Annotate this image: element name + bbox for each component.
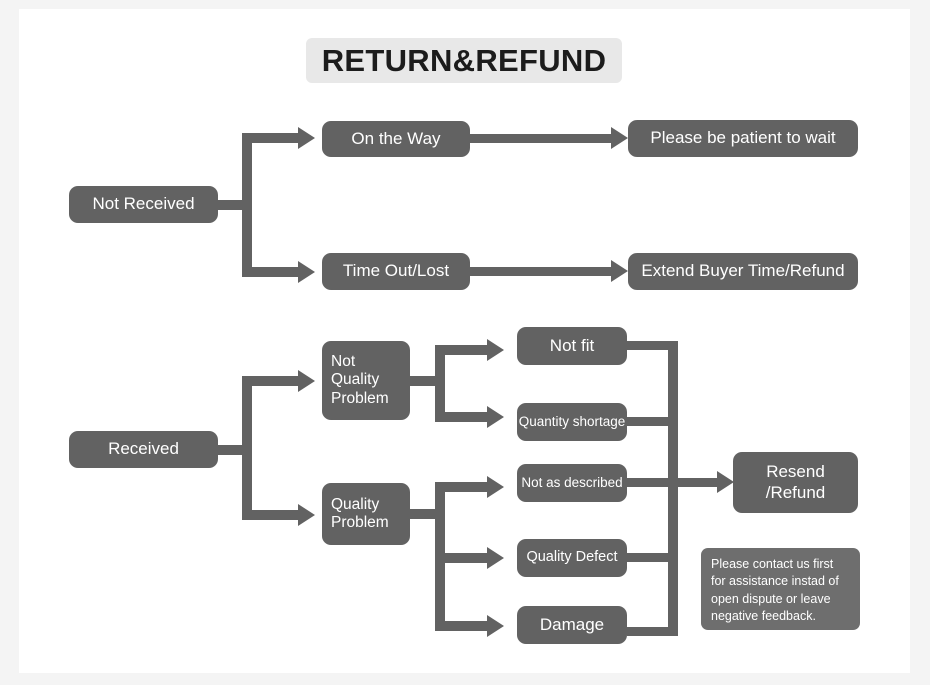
- arrow-to-quality-defect: [487, 547, 504, 569]
- connector-time-out-to-outcome: [470, 267, 611, 276]
- node-please-be-patient-label: Please be patient to wait: [650, 128, 836, 148]
- node-not-as-described-label: Not as described: [521, 475, 623, 491]
- connector-to-not-quality-problem: [242, 376, 298, 386]
- connector-not-received-stub: [218, 200, 247, 210]
- arrow-time-out-to-outcome: [611, 260, 628, 282]
- node-extend-buyer-time-refund-label: Extend Buyer Time/Refund: [641, 261, 845, 281]
- connector-to-quality-defect: [435, 553, 487, 563]
- node-quality-defect-label: Quality Defect: [526, 549, 618, 566]
- arrow-to-resend-refund: [717, 471, 734, 493]
- callout-contact-note-text: Please contact us first for assistance i…: [711, 557, 839, 623]
- arrow-to-on-the-way: [298, 127, 315, 149]
- node-time-out-lost-label: Time Out/Lost: [342, 261, 450, 281]
- page-title-text: RETURN&REFUND: [321, 42, 607, 78]
- node-quality-problem-label: Quality Problem: [331, 495, 389, 531]
- node-not-received[interactable]: Not Received: [69, 186, 218, 223]
- node-not-as-described[interactable]: Not as described: [517, 464, 627, 502]
- connector-to-quality-problem: [242, 510, 298, 520]
- node-received-label: Received: [108, 439, 179, 459]
- connector-on-the-way-to-outcome: [470, 134, 611, 143]
- connector-merge-to-resend-refund: [678, 478, 717, 487]
- node-not-quality-problem[interactable]: Not Quality Problem: [322, 341, 410, 420]
- node-on-the-way-label: On the Way: [351, 128, 441, 148]
- connector-to-time-out-lost: [242, 267, 298, 277]
- node-received[interactable]: Received: [69, 431, 218, 468]
- node-extend-buyer-time-refund[interactable]: Extend Buyer Time/Refund: [628, 253, 858, 290]
- connector-nqp-stub: [410, 376, 440, 386]
- connector-received-stub: [218, 445, 247, 455]
- arrow-to-not-as-described: [487, 476, 504, 498]
- arrow-to-quality-problem: [298, 504, 315, 526]
- arrow-to-time-out-lost: [298, 261, 315, 283]
- connector-merge-quantity-shortage: [627, 417, 672, 426]
- connector-merge-not-fit: [627, 341, 672, 350]
- node-quality-defect[interactable]: Quality Defect: [517, 539, 627, 577]
- node-quality-problem[interactable]: Quality Problem: [322, 483, 410, 545]
- arrow-on-the-way-to-outcome: [611, 127, 628, 149]
- node-on-the-way[interactable]: On the Way: [322, 121, 470, 157]
- arrow-to-damage: [487, 615, 504, 637]
- arrow-to-not-quality-problem: [298, 370, 315, 392]
- node-quantity-shortage[interactable]: Quantity shortage: [517, 403, 627, 441]
- connector-merge-bar: [668, 341, 678, 636]
- connector-merge-quality-defect: [627, 553, 672, 562]
- connector-merge-damage: [627, 627, 672, 636]
- node-not-fit-label: Not fit: [549, 335, 595, 355]
- arrow-to-quantity-shortage: [487, 406, 504, 428]
- node-not-received-label: Not Received: [92, 194, 195, 214]
- connector-to-on-the-way: [242, 133, 298, 143]
- node-not-quality-problem-label: Not Quality Problem: [331, 353, 389, 407]
- node-damage[interactable]: Damage: [517, 606, 627, 644]
- connector-not-received-split: [242, 133, 252, 277]
- node-resend-refund-label: Resend /Refund: [765, 462, 826, 502]
- page-title: RETURN&REFUND: [306, 38, 622, 83]
- arrow-to-not-fit: [487, 339, 504, 361]
- connector-qp-stub: [410, 509, 440, 519]
- callout-contact-note: Please contact us first for assistance i…: [701, 548, 860, 630]
- connector-received-split: [242, 376, 252, 520]
- connector-nqp-split: [435, 345, 445, 422]
- connector-to-not-as-described: [435, 482, 487, 492]
- connector-to-quantity-shortage: [435, 412, 487, 422]
- connector-to-not-fit: [435, 345, 487, 355]
- node-time-out-lost[interactable]: Time Out/Lost: [322, 253, 470, 290]
- node-quantity-shortage-label: Quantity shortage: [518, 414, 626, 430]
- diagram-canvas: RETURN&REFUND Not Received On the Way Pl…: [19, 9, 910, 673]
- node-damage-label: Damage: [539, 614, 605, 634]
- connector-merge-not-as-described: [627, 478, 672, 487]
- connector-to-damage: [435, 621, 487, 631]
- node-resend-refund[interactable]: Resend /Refund: [733, 452, 858, 513]
- node-not-fit[interactable]: Not fit: [517, 327, 627, 365]
- node-please-be-patient[interactable]: Please be patient to wait: [628, 120, 858, 157]
